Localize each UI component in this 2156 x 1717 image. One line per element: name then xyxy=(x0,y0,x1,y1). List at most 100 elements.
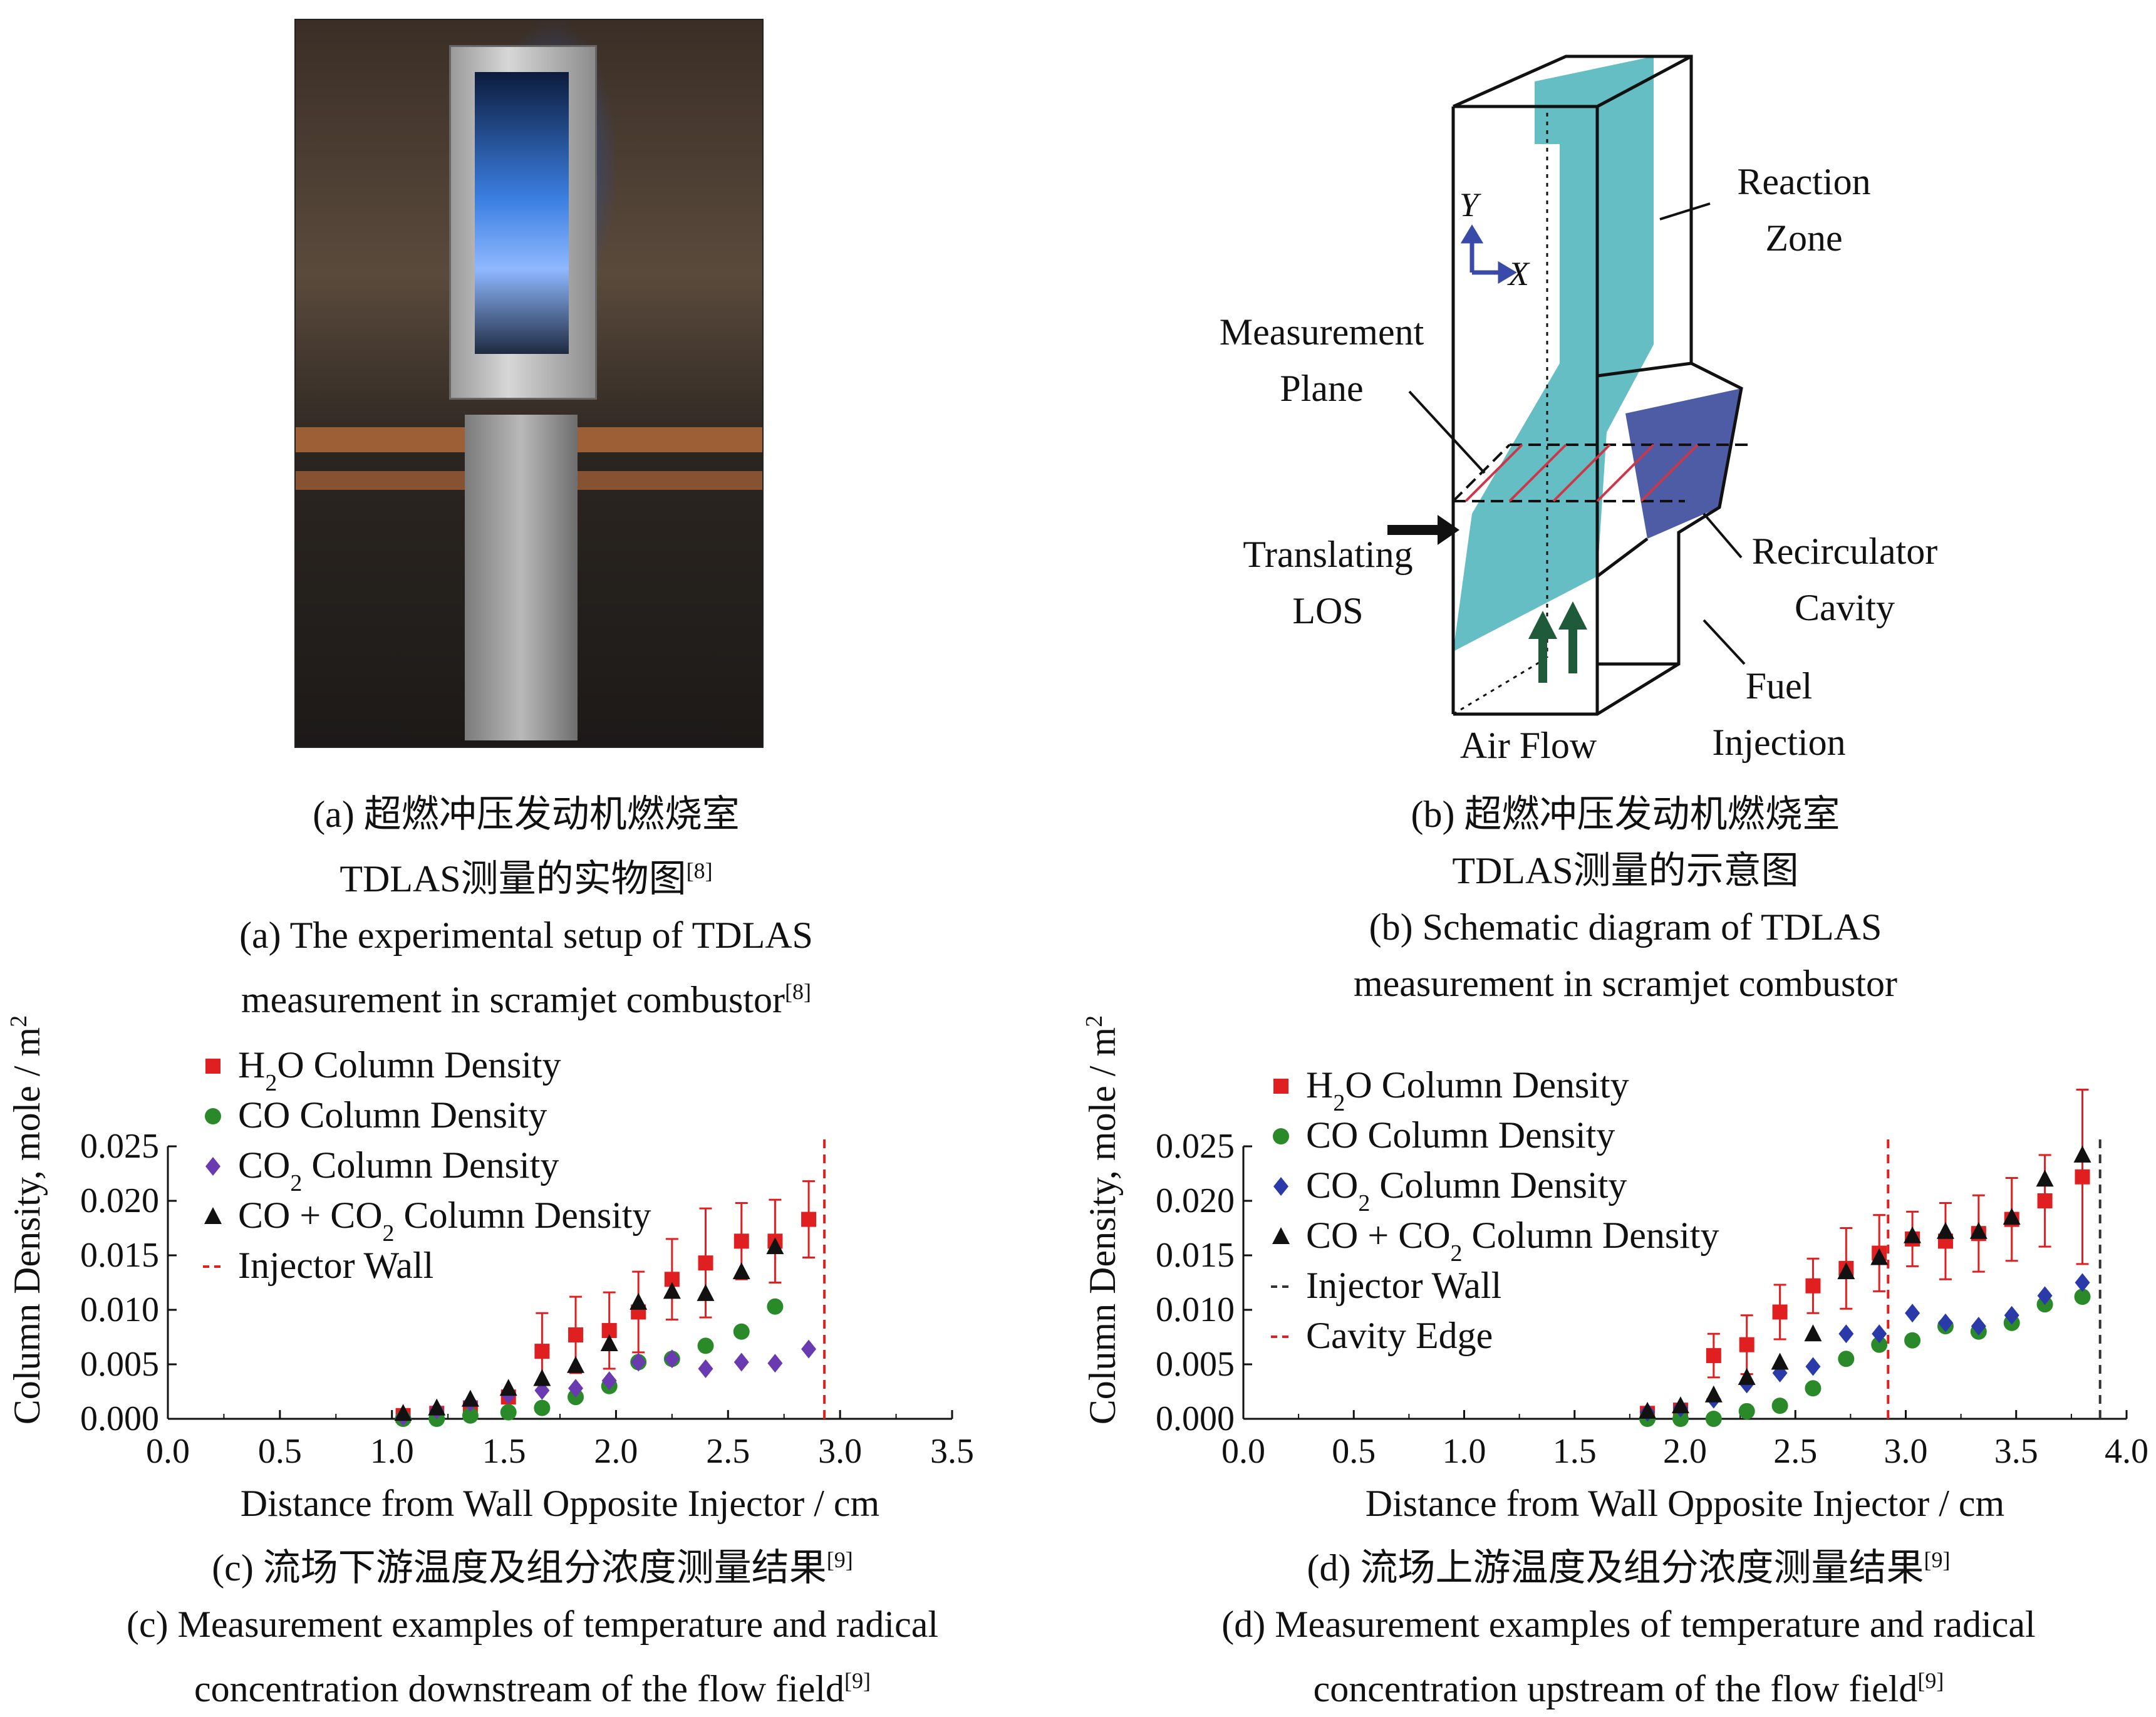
caption-a-en-2-row: measurement in scramjet combustor[8] xyxy=(88,963,965,1028)
air-arrow-shaft xyxy=(1538,633,1547,683)
x-axis-label: Distance from Wall Opposite Injector / c… xyxy=(1366,1483,2004,1524)
legend-marker-h2o xyxy=(205,1059,220,1074)
air-arrow-head xyxy=(1528,611,1557,639)
point-coco2 xyxy=(567,1356,585,1373)
combustor-body xyxy=(465,415,578,740)
point-co2 xyxy=(767,1354,783,1373)
caption-a-en-2: measurement in scramjet combustor xyxy=(241,979,785,1020)
point-co2 xyxy=(631,1352,646,1372)
caption-d-zh-ref: [9] xyxy=(1924,1547,1951,1572)
legend-text-co2: CO2 Column Density xyxy=(238,1144,559,1196)
point-co2 xyxy=(1905,1304,1920,1323)
x-axis-label: Distance from Wall Opposite Injector / c… xyxy=(241,1483,879,1524)
point-co xyxy=(1838,1351,1855,1367)
point-co2 xyxy=(601,1371,617,1391)
y-tick-label: 0.015 xyxy=(1156,1236,1235,1275)
x-tick-label: 2.0 xyxy=(594,1432,638,1471)
plane-edge xyxy=(1452,444,1511,502)
point-co xyxy=(2074,1289,2091,1305)
x-tick-label: 3.5 xyxy=(930,1432,974,1471)
legend-marker-co xyxy=(205,1108,221,1124)
point-coco2 xyxy=(1904,1226,1922,1243)
point-co xyxy=(697,1337,714,1354)
point-co xyxy=(1805,1380,1822,1397)
caption-a-zh-2-row: TDLAS测量的实物图[8] xyxy=(88,843,965,907)
y-tick-label: 0.005 xyxy=(80,1345,159,1384)
point-h2o xyxy=(1739,1337,1754,1352)
label-measurement-1: Measurement xyxy=(1220,311,1424,353)
y-tick-label: 0.025 xyxy=(1156,1127,1235,1166)
x-tick-label: 1.0 xyxy=(370,1432,414,1471)
los-arrow-shaft xyxy=(1387,525,1441,535)
legend-text-co2-rest: Column Density xyxy=(1370,1165,1627,1206)
label-reaction-2: Zone xyxy=(1765,217,1842,259)
point-coco2 xyxy=(1837,1262,1855,1280)
point-co2 xyxy=(2037,1286,2053,1305)
x-tick-label: 0.0 xyxy=(146,1432,190,1471)
box-hidden-edge xyxy=(1453,656,1548,715)
point-co xyxy=(500,1404,517,1421)
x-arrowhead xyxy=(1498,261,1517,284)
legend-text-coco2-sub: 2 xyxy=(1451,1240,1463,1267)
label-fuel-2: Injection xyxy=(1712,722,1845,763)
point-co2 xyxy=(1937,1313,1953,1332)
y-tick-label: 0.020 xyxy=(1156,1181,1235,1220)
legend-text-h2o-part: H xyxy=(238,1044,265,1086)
point-h2o xyxy=(2075,1169,2090,1185)
x-tick-label: 0.5 xyxy=(1332,1432,1376,1471)
point-coco2 xyxy=(2036,1170,2054,1187)
point-coco2 xyxy=(1704,1385,1723,1403)
y-axis-label-text: Column Density, mole / m xyxy=(6,1027,48,1424)
y-axis-label-text: Column Density, mole / m xyxy=(1082,1027,1123,1424)
axis-x-label: X xyxy=(1507,255,1530,293)
xy-axes-indicator xyxy=(1460,224,1517,284)
point-h2o xyxy=(1805,1278,1821,1294)
legend-marker-coco2 xyxy=(204,1207,222,1224)
legend-text-h2o: H2O Column Density xyxy=(1306,1064,1629,1116)
point-coco2 xyxy=(428,1398,446,1416)
point-coco2 xyxy=(1969,1222,1988,1239)
y-tick-label: 0.000 xyxy=(1156,1399,1235,1438)
point-coco2 xyxy=(499,1379,517,1396)
legend-text-h2o: H2O Column Density xyxy=(238,1044,561,1096)
combustor-box xyxy=(1451,54,1743,716)
plane-line xyxy=(1552,444,1611,502)
caption-c-zh-row: (c) 流场下游温度及组分浓度测量结果[9] xyxy=(0,1532,1065,1596)
point-h2o xyxy=(1772,1304,1788,1320)
label-air-flow: Air Flow xyxy=(1460,725,1597,766)
label-measurement-2: Plane xyxy=(1280,368,1363,409)
point-co xyxy=(1771,1398,1788,1414)
label-los-1: Translating xyxy=(1243,534,1412,575)
point-h2o xyxy=(1706,1348,1721,1364)
point-coco2 xyxy=(1936,1222,1954,1239)
point-h2o xyxy=(2037,1193,2053,1208)
caption-d-en-ref: [9] xyxy=(1917,1668,1944,1693)
point-co2 xyxy=(664,1349,680,1369)
caption-b-en-2: measurement in scramjet combustor xyxy=(1353,963,1898,1004)
legend-text-coco2: CO + CO2 Column Density xyxy=(1306,1215,1719,1267)
plane-line xyxy=(1596,444,1655,502)
caption-c-zh-ref: [9] xyxy=(826,1547,853,1572)
box-edge xyxy=(1596,54,1692,108)
legend-text-coco2-sub: 2 xyxy=(383,1220,395,1247)
point-h2o xyxy=(534,1344,550,1359)
caption-c-zh: (c) 流场下游温度及组分浓度测量结果 xyxy=(212,1547,827,1589)
point-coco2 xyxy=(461,1389,479,1407)
point-co xyxy=(1738,1403,1755,1419)
x-tick-label: 2.0 xyxy=(1663,1432,1707,1471)
caption-a-en-ref: [8] xyxy=(785,979,812,1004)
point-co xyxy=(1904,1332,1921,1349)
los-arrow-head xyxy=(1438,515,1459,545)
x-tick-label: 3.5 xyxy=(1994,1432,2038,1471)
point-h2o xyxy=(698,1255,713,1271)
y-tick-label: 0.000 xyxy=(80,1399,159,1438)
x-tick-label: 2.5 xyxy=(1773,1432,1817,1471)
x-tick-label: 1.0 xyxy=(1443,1432,1486,1471)
leader-lines xyxy=(1408,202,1746,665)
point-coco2 xyxy=(630,1292,648,1310)
point-co xyxy=(767,1298,784,1315)
caption-a-zh-2: TDLAS测量的实物图 xyxy=(339,858,687,900)
caption-a-zh-1: (a) 超燃冲压发动机燃烧室 xyxy=(313,794,740,835)
point-co2 xyxy=(1805,1357,1821,1376)
